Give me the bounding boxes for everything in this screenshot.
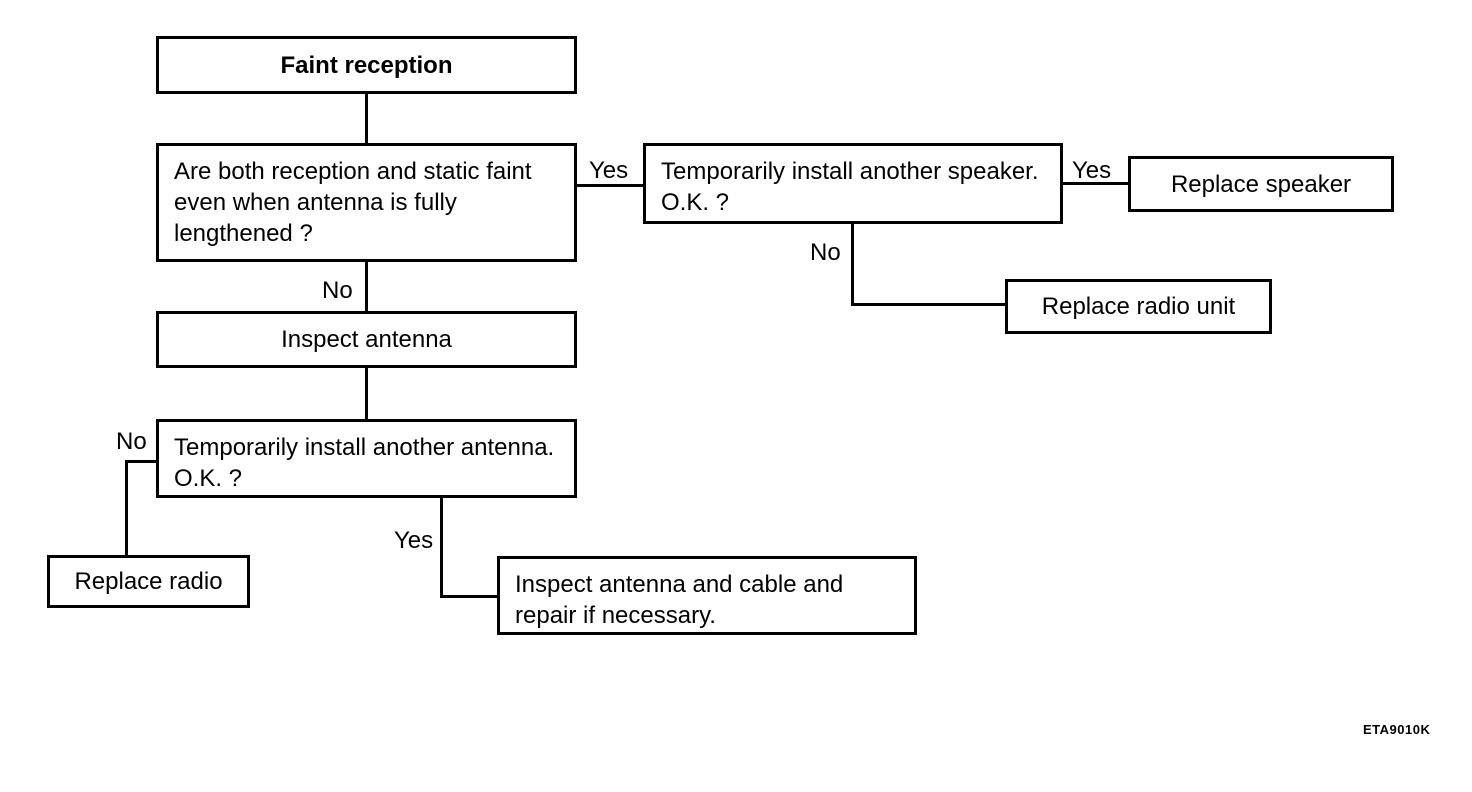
yes-label-speaker-branch: Yes (589, 157, 629, 184)
no-label-replace-radio: No (116, 428, 147, 455)
start-text: Faint reception (280, 51, 453, 79)
figure-code: ETA9010K (1363, 722, 1431, 737)
inspect-antenna-box: Inspect antenna (156, 311, 577, 368)
connector-question-to-inspect (365, 260, 368, 312)
connector-question-to-speaker (574, 184, 644, 187)
connector-speaker-to-replace-speaker (1060, 182, 1130, 185)
no-label-inspect-antenna: No (322, 277, 353, 304)
connector-speaker-no-across (851, 303, 1007, 306)
no-label-radio-unit: No (810, 239, 841, 266)
antenna-question-text: Temporarily install another antenna. O.K… (174, 434, 555, 492)
connector-antenna-no-down (125, 460, 128, 556)
connector-antenna-yes-down (440, 496, 443, 598)
connector-inspect-to-antenna-question (365, 366, 368, 420)
connector-antenna-no-across (125, 460, 158, 463)
speaker-question-text: Temporarily install another speaker. O.K… (661, 158, 1039, 216)
yes-label-inspect-cable: Yes (394, 527, 434, 554)
connector-antenna-yes-across (440, 595, 500, 598)
inspect-cable-text: Inspect antenna and cable and repair if … (515, 571, 844, 629)
connector-start-to-question (365, 92, 368, 144)
static-question-box: Are both reception and static faint even… (156, 143, 577, 262)
connector-speaker-no-down (851, 222, 854, 306)
yes-label-replace-speaker: Yes (1072, 157, 1112, 184)
start-box: Faint reception (156, 36, 577, 94)
replace-radio-unit-text: Replace radio unit (1041, 293, 1236, 320)
replace-speaker-box: Replace speaker (1128, 156, 1394, 212)
static-question-text: Are both reception and static faint even… (174, 158, 532, 247)
replace-radio-box: Replace radio (47, 555, 250, 608)
replace-radio-unit-box: Replace radio unit (1005, 279, 1272, 334)
antenna-question-box: Temporarily install another antenna. O.K… (156, 419, 577, 498)
replace-radio-text: Replace radio (74, 568, 223, 595)
speaker-question-box: Temporarily install another speaker. O.K… (643, 143, 1063, 224)
replace-speaker-text: Replace speaker (1170, 170, 1352, 198)
inspect-antenna-text: Inspect antenna (281, 326, 452, 353)
inspect-cable-box: Inspect antenna and cable and repair if … (497, 556, 917, 635)
